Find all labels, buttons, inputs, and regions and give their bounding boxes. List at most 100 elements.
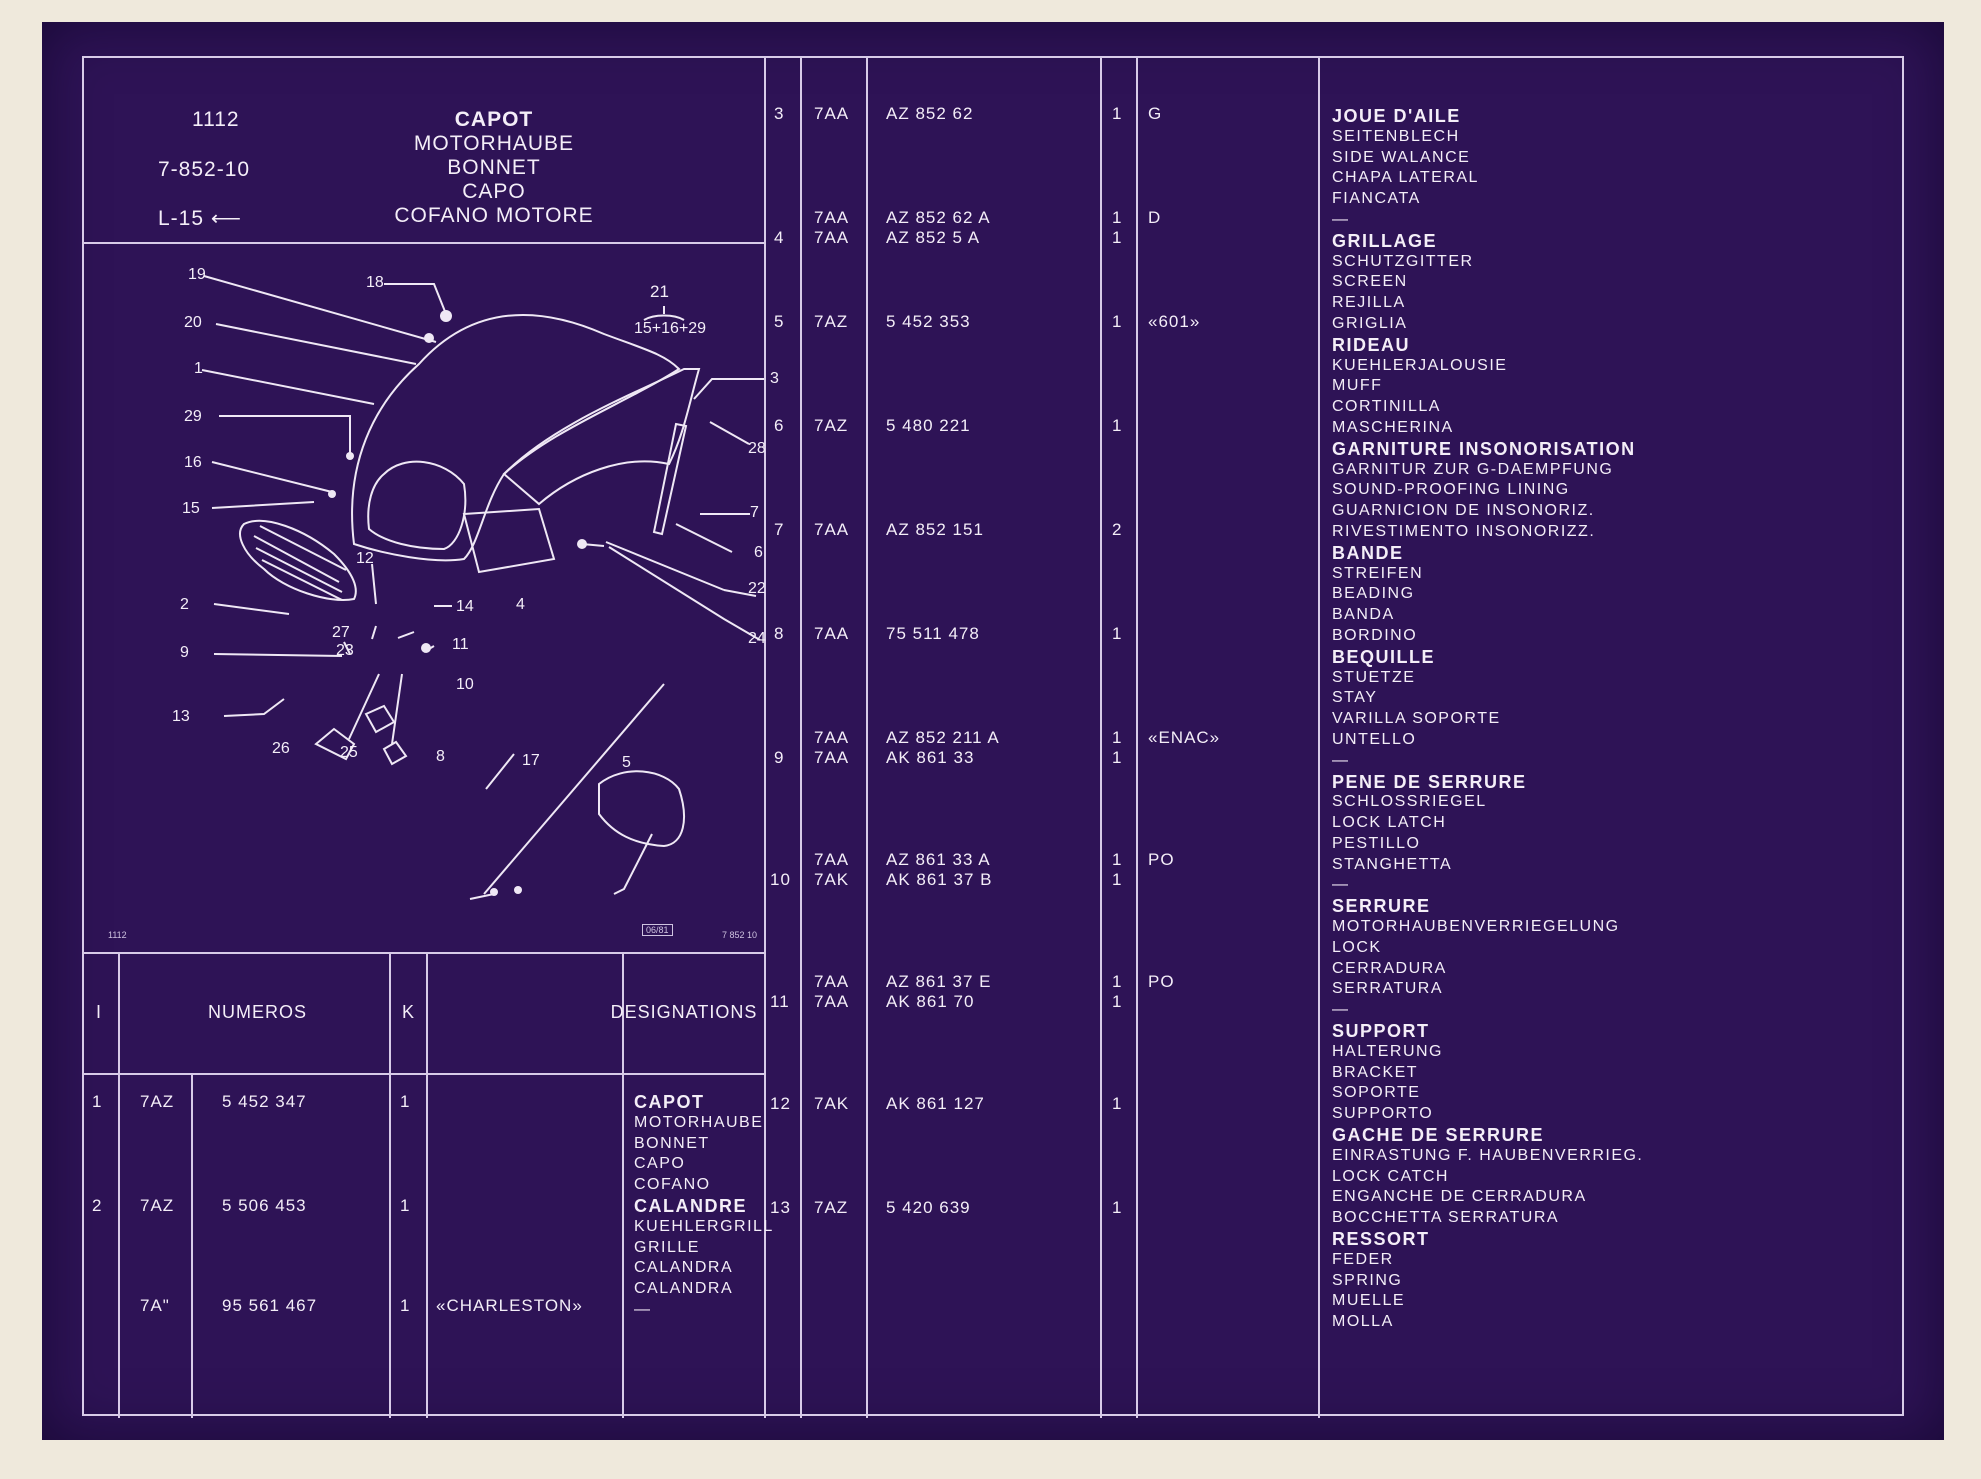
- row-index: 9: [774, 748, 785, 767]
- kit-brace: [643, 306, 685, 321]
- callout-20: 20: [184, 314, 202, 331]
- callout-13: 13: [172, 708, 190, 725]
- designation-title: PENE DE SERRURE: [1332, 771, 1527, 792]
- designation-line: BOCCHETTA SERRATURA: [1332, 1209, 1560, 1227]
- row-index: 3: [774, 104, 785, 123]
- designation-line: —: [1332, 1001, 1350, 1019]
- designation-title: GACHE DE SERRURE: [1332, 1125, 1545, 1146]
- front-grille: [239, 519, 357, 601]
- designation-line: ENGANCHE DE CERRADURA: [1332, 1188, 1587, 1206]
- designation-line: MOLLA: [1332, 1313, 1394, 1331]
- callout-9: 9: [180, 644, 189, 661]
- designation-line: COFANO: [634, 1176, 711, 1194]
- designation-line: BONNET: [634, 1134, 710, 1152]
- part-qty: 1: [1112, 312, 1123, 331]
- row-note: «601»: [1148, 312, 1201, 331]
- callout-27: 27: [332, 624, 350, 641]
- part-qty: 1: [1112, 992, 1123, 1011]
- small-plate-number: 1112: [108, 930, 127, 940]
- callout-12: 12: [356, 550, 374, 567]
- part-prefix: 7AA: [814, 228, 850, 247]
- beading-strip: [652, 422, 688, 536]
- designation-line: LOCK CATCH: [1332, 1167, 1449, 1185]
- designation-line: GUARNICION DE INSONORIZ.: [1332, 502, 1595, 520]
- col-line: [426, 952, 428, 1418]
- part-qty: 1: [1112, 870, 1123, 889]
- part-prefix: 7AA: [814, 992, 850, 1011]
- designation-line: GRILLE: [634, 1238, 700, 1256]
- designation-line: SOPORTE: [1332, 1084, 1421, 1102]
- part-qty: 1: [1112, 1094, 1123, 1113]
- row-index: 12: [770, 1094, 791, 1113]
- part-number: AK 861 37 B: [886, 870, 993, 889]
- callout-15: 15: [182, 500, 200, 517]
- part-qty: 1: [1112, 728, 1123, 747]
- part-number: AZ 861 37 E: [886, 972, 992, 991]
- callout-25: 25: [340, 744, 358, 761]
- part-qty: 1: [1112, 624, 1123, 643]
- part-number: 5 420 639: [886, 1198, 971, 1217]
- reference-label: L-15: [158, 207, 205, 230]
- callout-26: 26: [272, 740, 290, 757]
- designation-line: RIVESTIMENTO INSONORIZZ.: [1332, 522, 1596, 540]
- designation-title: CALANDRE: [634, 1195, 747, 1216]
- part-prefix: 7AA: [814, 520, 850, 539]
- designation-title: BANDE: [1332, 542, 1404, 563]
- kit-label: 21: [650, 282, 669, 301]
- designation-line: KUEHLERJALOUSIE: [1332, 356, 1508, 374]
- part-number: AZ 852 5 A: [886, 228, 981, 247]
- col-line: [800, 58, 802, 1418]
- designation-line: MUFF: [1332, 377, 1383, 395]
- designation-line: FIANCATA: [1332, 190, 1421, 208]
- designation-line: SPRING: [1332, 1271, 1403, 1289]
- designation-title: GARNITURE INSONORISATION: [1332, 438, 1636, 459]
- callout-11: 11: [452, 636, 469, 653]
- microfiche-film: 1112 7-852-10 L-15 ⟵ CAPOT MOTORHAUBE BO…: [42, 22, 1944, 1440]
- diagram-drawing: [201, 275, 766, 900]
- row-index: 7: [774, 520, 785, 539]
- designation-line: MUELLE: [1332, 1292, 1406, 1310]
- part-number: 5 480 221: [886, 416, 971, 435]
- reference-code: L-15 ⟵: [158, 206, 242, 231]
- designation-line: KUEHLERGRILL: [634, 1217, 774, 1235]
- designation-line: CORTINILLA: [1332, 398, 1441, 416]
- designation-line: SCHUTZGITTER: [1332, 252, 1474, 270]
- col-line: [118, 952, 120, 1418]
- title-en: BONNET: [447, 156, 541, 179]
- lock-parts: [314, 704, 408, 766]
- plate-code: 7-852-10: [158, 158, 251, 181]
- callout-19: 19: [188, 266, 206, 283]
- col-line: [866, 58, 868, 1418]
- row-index: 10: [770, 870, 791, 889]
- designation-line: CALANDRA: [634, 1280, 734, 1298]
- designation-line: FEDER: [1332, 1250, 1394, 1268]
- row-note: G: [1148, 104, 1163, 123]
- designation-line: SIDE WALANCE: [1332, 148, 1471, 166]
- callout-18: 18: [366, 274, 384, 291]
- designation-line: MASCHERINA: [1332, 418, 1454, 436]
- part-prefix: 7AA: [814, 728, 850, 747]
- col-header-numbers: NUMEROS: [208, 1002, 308, 1022]
- designation-title: CAPOT: [634, 1092, 705, 1112]
- designation-line: SCHLOSSRIEGEL: [1332, 793, 1487, 811]
- designation-line: MOTORHAUBE: [634, 1113, 764, 1131]
- grille-opening: [367, 460, 467, 551]
- screen-panel: [462, 507, 556, 574]
- callout-16: 16: [184, 454, 202, 471]
- exploded-diagram: 21 15+16+29 19 18 20 1 29 16 15 2 12 14 …: [84, 244, 779, 950]
- col-line: [1136, 58, 1138, 1418]
- grille-slats: [253, 525, 347, 601]
- designation-line: SCREEN: [1332, 273, 1408, 291]
- part-qty: 1: [1112, 416, 1123, 435]
- callout-23: 23: [336, 642, 354, 659]
- row-note: D: [1148, 208, 1162, 227]
- callout-17: 17: [522, 752, 540, 769]
- callout-10: 10: [456, 676, 474, 693]
- part-prefix: 7AA: [814, 104, 850, 123]
- title-block: CAPOT MOTORHAUBE BONNET CAPO COFANO MOTO…: [369, 108, 619, 228]
- designation-line: BEADING: [1332, 585, 1415, 603]
- designation-line: CALANDRA: [634, 1259, 734, 1277]
- designation-title: BEQUILLE: [1332, 646, 1436, 667]
